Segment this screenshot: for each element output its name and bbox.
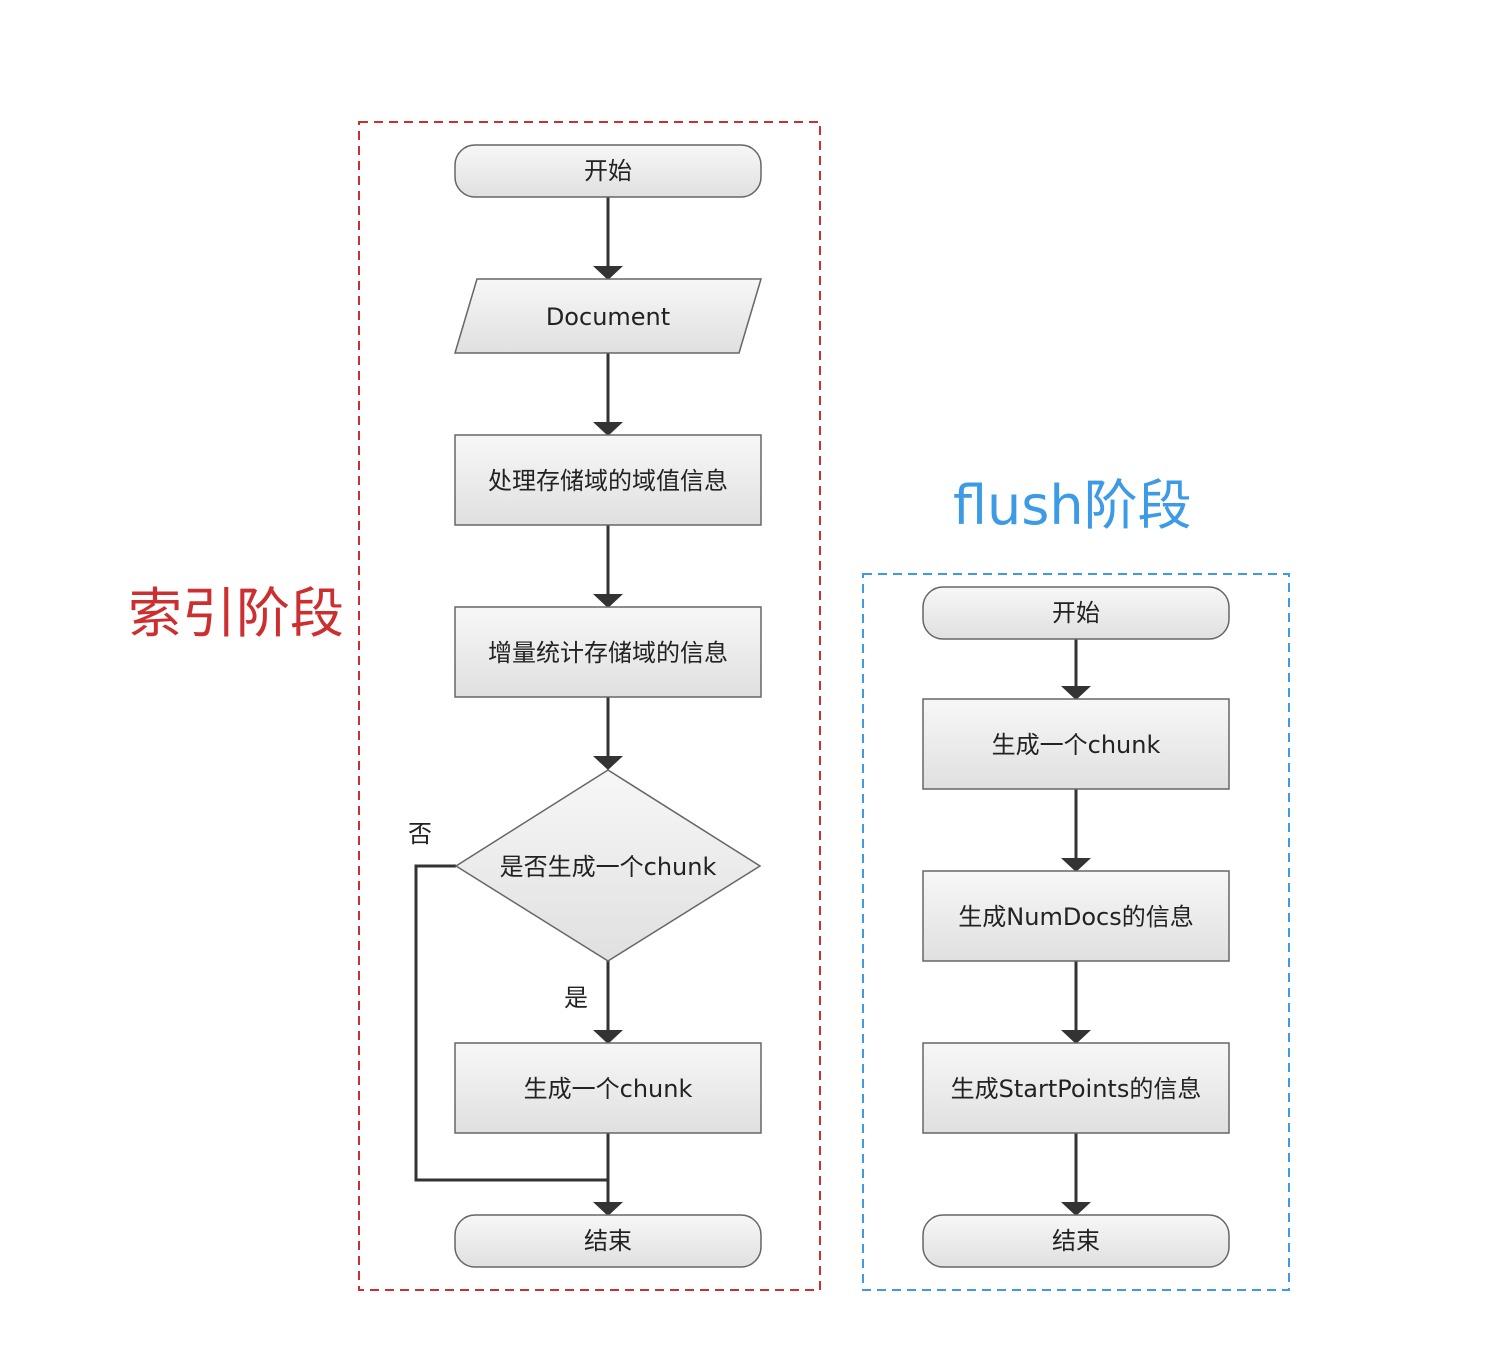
flush-stage-frame — [862, 573, 1290, 1291]
index-document-node: Document — [453, 278, 763, 354]
decision-yes-label: 是 — [564, 984, 588, 1012]
flush-start-text: 开始 — [1052, 599, 1100, 627]
index-flow-edges — [414, 197, 610, 1204]
arrowhead-document — [593, 266, 623, 280]
index-end-text: 结束 — [584, 1227, 632, 1255]
flush-generate-chunk-text: 生成一个chunk — [992, 731, 1161, 759]
index-decision-node: 是否生成一个chunk — [454, 769, 762, 962]
index-generate-chunk-node: 生成一个chunk — [454, 1042, 762, 1134]
arrowhead-end — [593, 1202, 623, 1216]
flush-startpoints-text: 生成StartPoints的信息 — [951, 1075, 1202, 1103]
index-incremental-stats-text: 增量统计存储域的信息 — [488, 639, 728, 667]
flush-flow-arrowheads — [1061, 686, 1091, 1216]
index-stage-frame — [358, 121, 821, 1291]
arrowhead-decision — [593, 756, 623, 770]
flush-end-node: 结束 — [922, 1214, 1230, 1268]
arrowhead-flush-end — [1061, 1202, 1091, 1216]
flush-numdocs-text: 生成NumDocs的信息 — [958, 903, 1193, 931]
index-decision-text: 是否生成一个chunk — [500, 853, 717, 881]
flush-end-text: 结束 — [1052, 1227, 1100, 1255]
edge-decision-no-loop — [414, 864, 608, 1182]
index-generate-chunk-text: 生成一个chunk — [524, 1075, 693, 1103]
index-stage-label: 索引阶段 — [128, 582, 344, 645]
index-start-node: 开始 — [454, 144, 762, 198]
index-process-fields-text: 处理存储域的域值信息 — [488, 467, 728, 495]
flush-startpoints-node: 生成StartPoints的信息 — [922, 1042, 1230, 1134]
arrowhead-chunk — [593, 1030, 623, 1044]
decision-no-label: 否 — [408, 820, 432, 848]
flush-stage-label: flush阶段 — [953, 474, 1192, 537]
index-flow-arrowheads — [593, 266, 623, 1216]
arrowhead-process — [593, 422, 623, 436]
arrowhead-flush-numdocs — [1061, 858, 1091, 872]
index-start-text: 开始 — [584, 157, 632, 185]
index-document-text: Document — [546, 303, 670, 331]
flush-numdocs-node: 生成NumDocs的信息 — [922, 870, 1230, 962]
flush-generate-chunk-node: 生成一个chunk — [922, 698, 1230, 790]
index-end-node: 结束 — [454, 1214, 762, 1268]
index-incremental-stats-node: 增量统计存储域的信息 — [454, 606, 762, 698]
index-process-fields-node: 处理存储域的域值信息 — [454, 434, 762, 526]
arrowhead-stats — [593, 594, 623, 608]
arrowhead-flush-chunk — [1061, 686, 1091, 700]
arrowhead-flush-startpoints — [1061, 1030, 1091, 1044]
flush-start-node: 开始 — [922, 586, 1230, 640]
